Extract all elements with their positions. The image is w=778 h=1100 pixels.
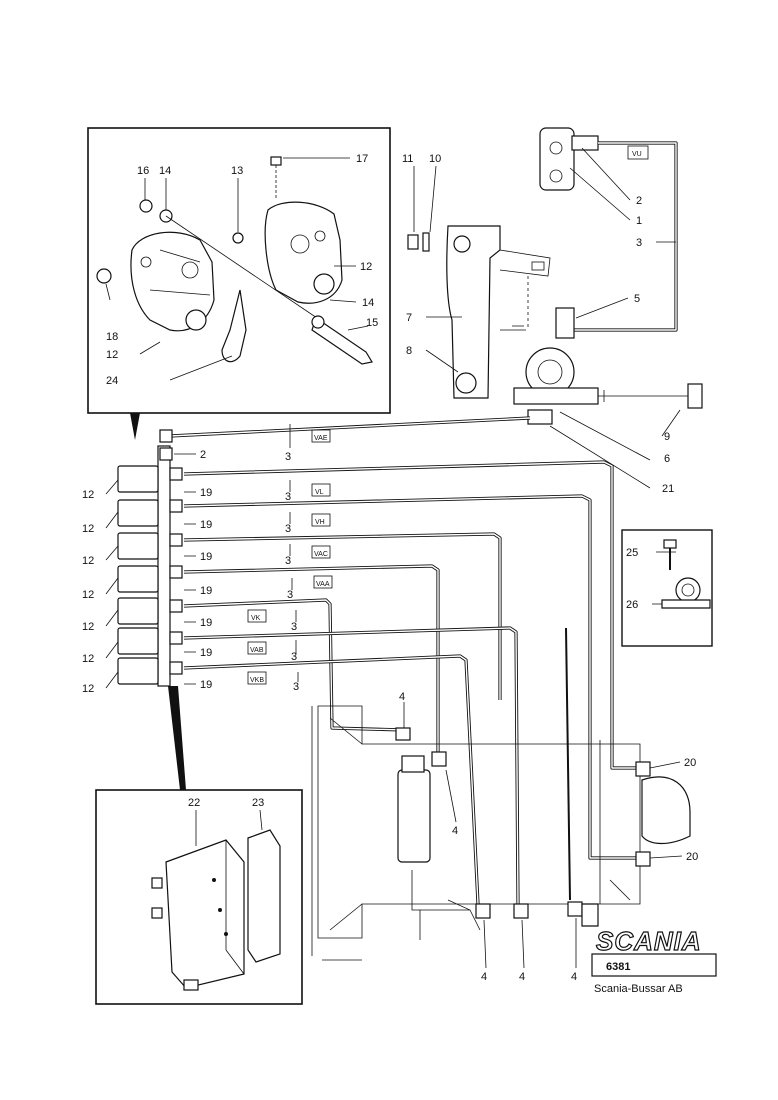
callout-4d: 4 (519, 971, 525, 983)
title-block: SCANIA 6381 Scania-Bussar AB (591, 925, 717, 995)
bracket-detail-inset: 22 23 (95, 789, 303, 1005)
callout-25: 25 (626, 547, 638, 559)
callout-20a: 20 (684, 757, 696, 769)
callout-6: 6 (664, 453, 670, 465)
callout-12f: 12 (82, 589, 94, 601)
callout-3c: 3 (285, 491, 291, 503)
callout-3i: 3 (293, 681, 299, 693)
callout-12i: 12 (82, 683, 94, 695)
callout-4b: 4 (452, 825, 458, 837)
callout-3f: 3 (287, 589, 293, 601)
inset-pointer-top (130, 413, 140, 440)
pipe-tag-vk: VK (251, 615, 261, 622)
callout-2b: 2 (200, 449, 206, 461)
pump-assembly: VU 2 1 3 5 9 6 21 (513, 127, 703, 495)
pipe-tag-top: VU (632, 151, 642, 158)
callout-12b: 12 (106, 349, 118, 361)
callout-1: 1 (636, 215, 642, 227)
callout-3g: 3 (291, 621, 297, 633)
callout-12d: 12 (82, 523, 94, 535)
callout-14a: 14 (159, 165, 171, 177)
callout-20b: 20 (686, 851, 698, 863)
pipe-tag-vab: VAB (250, 647, 264, 654)
callout-16: 16 (137, 165, 149, 177)
valve-manifold: 12 12 12 12 12 12 12 (82, 445, 186, 790)
callout-19c: 19 (200, 551, 212, 563)
callout-7: 7 (406, 312, 412, 324)
callout-22: 22 (188, 797, 200, 809)
callout-12h: 12 (82, 653, 94, 665)
inset-pointer-bottom (168, 686, 186, 790)
callout-12a: 12 (360, 261, 372, 273)
callout-14b: 14 (362, 297, 374, 309)
pipe-tag-vac: VAC (314, 551, 328, 558)
callout-8: 8 (406, 345, 412, 357)
callout-18: 18 (106, 331, 118, 343)
gearbox-outline: 20 20 4 4 4 4 4 (311, 691, 698, 983)
callout-19g: 19 (200, 679, 212, 691)
pipe-tag-vl: VL (315, 489, 324, 496)
pipe-tag-vae: VAE (314, 435, 328, 442)
callout-10: 10 (429, 153, 441, 165)
callout-19f: 19 (200, 647, 212, 659)
tag-box-top (627, 145, 649, 160)
callout-3b: 3 (285, 451, 291, 463)
callout-19d: 19 (200, 585, 212, 597)
callout-12c: 12 (82, 489, 94, 501)
callout-2a: 2 (636, 195, 642, 207)
callout-11: 11 (402, 153, 413, 165)
callout-24: 24 (106, 375, 118, 387)
callout-23: 23 (252, 797, 264, 809)
callout-19e: 19 (200, 617, 212, 629)
callout-12g: 12 (82, 621, 94, 633)
callout-19b: 19 (200, 519, 212, 531)
clamp-detail-inset: 25 26 (621, 529, 713, 647)
bracket-assembly: 11 10 7 8 (402, 153, 551, 399)
callout-5: 5 (634, 293, 640, 305)
company-name: Scania-Bussar AB (594, 983, 683, 995)
callout-19a: 19 (200, 487, 212, 499)
pipe-network: VAE VL VH VAC VAA VK VAB VKB 2 19 19 19 … (159, 416, 640, 905)
callout-13: 13 (231, 165, 243, 177)
callout-3a: 3 (636, 237, 642, 249)
pipe-tag-vh: VH (315, 519, 325, 526)
callout-3e: 3 (285, 555, 291, 567)
scania-logo: SCANIA (596, 926, 702, 956)
doc-number: 6381 (606, 961, 630, 973)
callout-9: 9 (664, 431, 670, 443)
pipe-tag-vkb: VKB (250, 677, 264, 684)
callout-4c: 4 (481, 971, 487, 983)
callout-3d: 3 (285, 523, 291, 535)
callout-21: 21 (662, 483, 674, 495)
callout-26: 26 (626, 599, 638, 611)
callout-4a: 4 (399, 691, 405, 703)
callout-15: 15 (366, 317, 378, 329)
pipe-tag-vaa: VAA (316, 581, 330, 588)
callout-17: 17 (356, 153, 368, 165)
callout-4e: 4 (571, 971, 577, 983)
callout-12e: 12 (82, 555, 94, 567)
valve-detail-inset: 17 16 14 13 12 18 12 24 14 15 (87, 127, 391, 440)
callout-3h: 3 (291, 651, 297, 663)
